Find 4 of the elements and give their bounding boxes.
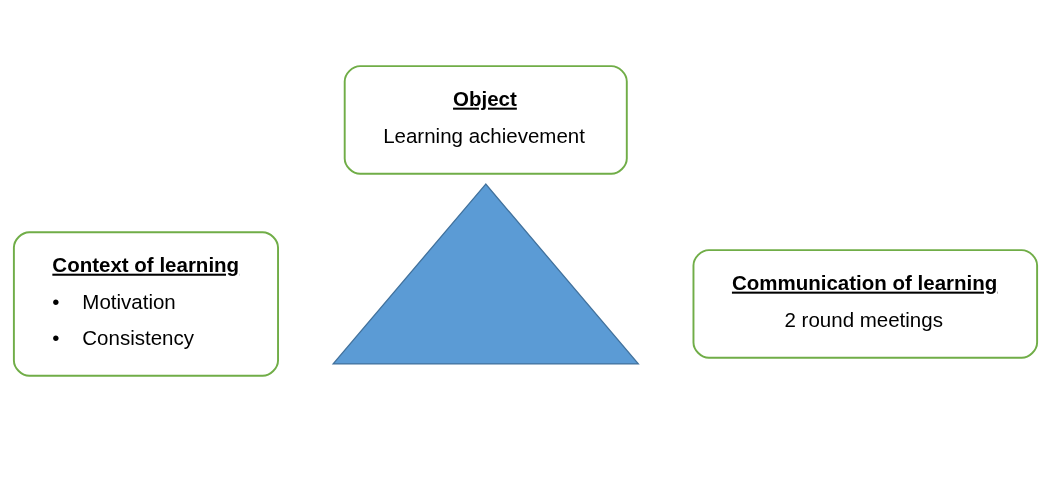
node-box: Object Learning achievement xyxy=(343,64,628,175)
node-box: Context of learning • Motivation • Consistency xyxy=(12,230,279,377)
node-box: Communication of learning 2 round meetings xyxy=(692,248,1039,359)
node-triangle xyxy=(331,182,640,365)
